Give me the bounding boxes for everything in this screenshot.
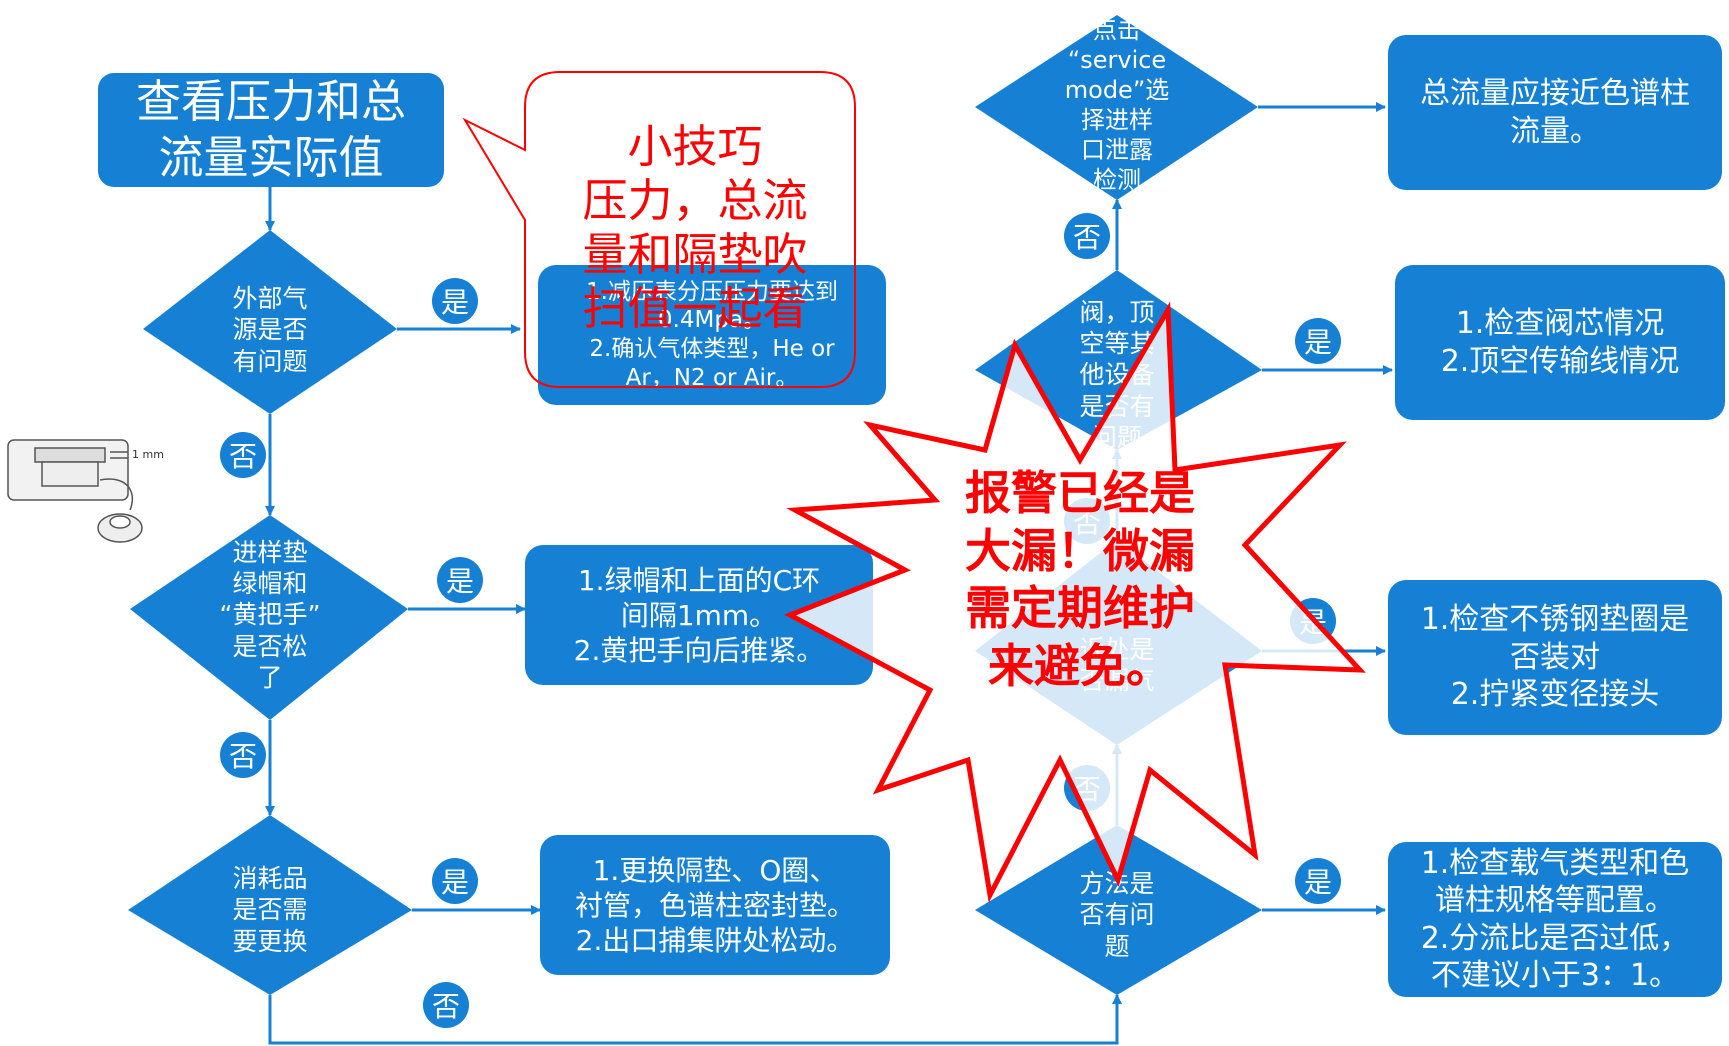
- yes-label-d3: 是: [432, 858, 478, 904]
- gasket-illustration-icon: [7, 439, 143, 543]
- action-valve-headspace: 1.检查阀芯情况 2.顶空传输线情况: [1395, 265, 1725, 420]
- no-label-r4: 否: [1064, 765, 1110, 811]
- no-label-r2: 否: [1064, 213, 1110, 259]
- decision-label-septum-cap: 进样垫 绿帽和 “黄把手” 是否松 了: [219, 537, 321, 692]
- yes-label-d1: 是: [432, 278, 478, 324]
- action-septum-cap: 1.绿帽和上面的C环 间隔1mm。 2.黄把手向后推紧。: [525, 545, 873, 685]
- action-total-flow: 总流量应接近色谱柱 流量。: [1388, 35, 1722, 190]
- decision-label-consumables: 消耗品 是否需 要更换: [232, 864, 308, 956]
- decision-septum-cap: [130, 515, 408, 720]
- yes-label-d2: 是: [437, 557, 483, 603]
- yes-label-r4: 是: [1295, 858, 1341, 904]
- decision-leak-test: [975, 15, 1258, 200]
- gasket-dimension-label: 1 mm: [132, 448, 164, 461]
- no-label-d2: 否: [220, 732, 266, 778]
- yes-label-r3: 是: [1290, 598, 1336, 644]
- tip-callout-text: 小技巧 压力，总流 量和隔垫吹 扫值一起看: [582, 120, 808, 335]
- yes-label-r2: 是: [1295, 318, 1341, 364]
- no-label-d3: 否: [423, 982, 469, 1028]
- start-box: 查看压力和总 流量实际值: [98, 73, 444, 187]
- decision-label-leak-test: 点击 “service mode”选 择进样 口泄露 检测: [1064, 16, 1170, 194]
- action-nearby-leak: 1.检查不锈钢垫圈是 否装对 2.拧紧变径接头: [1388, 580, 1722, 735]
- action-consumables: 1.更换隔垫、O圈、 衬管，色谱柱密封垫。 2.出口捕集阱处松动。: [540, 835, 890, 975]
- connector-d3-no: [268, 994, 1122, 1045]
- action-method: 1.检查载气类型和色 谱柱规格等配置。 2.分流比是否过低， 不建议小于3：1。: [1388, 842, 1722, 997]
- decision-external-gas: [143, 230, 397, 414]
- decision-label-external-gas: 外部气 源是否 有问题: [232, 284, 308, 376]
- alert-burst-text: 报警已经是 大漏！微漏 需定期维护 来避免。: [965, 466, 1195, 693]
- no-label-d1: 否: [220, 432, 266, 478]
- decision-label-valve-headspace: 阀，顶 空等其 他设备 是否有 问题: [1079, 297, 1155, 452]
- decision-label-method: 方法是 否有问 题: [1079, 869, 1155, 961]
- decision-consumables: [128, 815, 412, 995]
